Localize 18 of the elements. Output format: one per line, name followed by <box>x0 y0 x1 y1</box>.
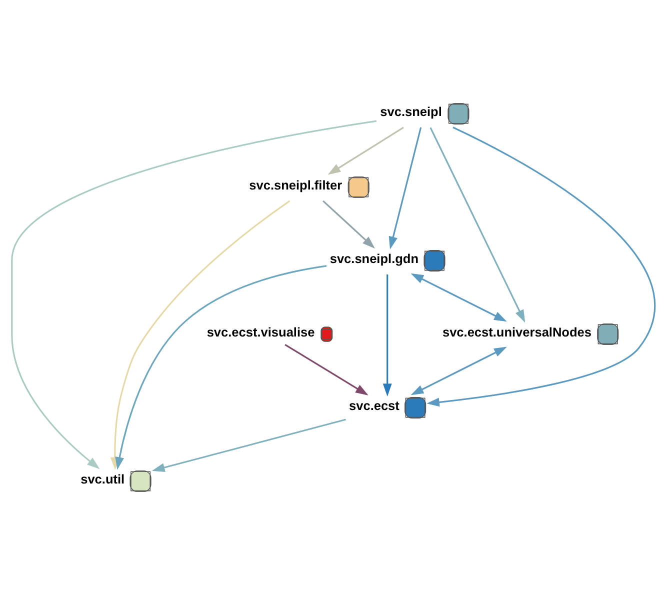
arrow <box>382 274 392 396</box>
node-label: svc.ecst.visualise <box>206 324 315 340</box>
node-label: svc.sneipl.filter <box>249 178 342 192</box>
arrow <box>115 265 327 470</box>
arrow <box>410 346 507 396</box>
arrow <box>284 344 368 396</box>
arrow <box>328 126 404 175</box>
node-label: svc.util <box>80 471 125 486</box>
arrow <box>388 127 422 250</box>
arrow <box>322 200 375 249</box>
arrow <box>410 273 507 322</box>
node-label: svc.ecst <box>349 398 400 413</box>
arrow <box>152 418 346 472</box>
arrow <box>430 127 526 323</box>
node-label: svc.ecst.universalNodes <box>442 324 592 340</box>
node-label: svc.sneipl <box>380 104 442 120</box>
node-label: svc.sneipl.gdn <box>330 250 419 266</box>
arrow <box>426 126 656 407</box>
